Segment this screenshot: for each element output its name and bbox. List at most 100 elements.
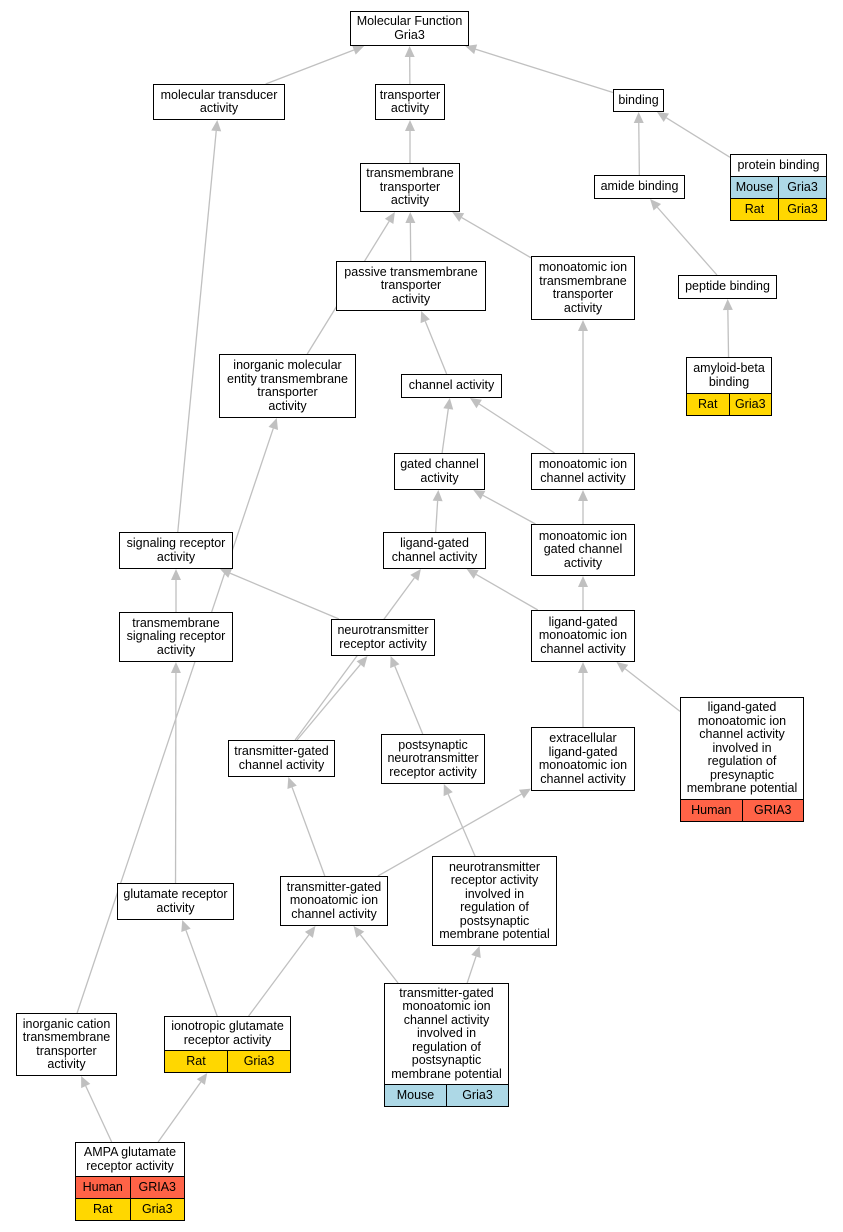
edge-arrowhead bbox=[211, 120, 222, 132]
species-name: Rat bbox=[698, 396, 718, 411]
go-term-label: ligand-gated monoatomic ion channel acti… bbox=[686, 700, 798, 796]
edge-arrowhead bbox=[410, 569, 421, 581]
go-term-tgmica: transmitter-gated monoatomic ion channel… bbox=[280, 876, 388, 926]
edge-pnra-to-nra bbox=[394, 665, 424, 735]
go-term-mica: monoatomic ion channel activity bbox=[531, 453, 635, 490]
go-term-ptta: passive transmembrane transporter activi… bbox=[336, 261, 486, 311]
go-term-sra: signaling receptor activity bbox=[119, 532, 233, 569]
species-name: Human bbox=[82, 1179, 123, 1194]
go-term-label: inorganic cation transmembrane transport… bbox=[22, 1016, 111, 1071]
edge-igra-to-gra bbox=[185, 930, 218, 1017]
go-term-label: AMPA glutamate receptor activity bbox=[83, 1145, 177, 1173]
edge-sra-to-mta bbox=[177, 130, 217, 533]
gene-symbol: Gria3 bbox=[227, 1051, 290, 1072]
edge-tgca-to-lgca bbox=[294, 577, 415, 741]
species-name: Mouse bbox=[396, 1087, 435, 1102]
edge-tgmica_post-to-tgmica bbox=[359, 934, 399, 984]
edge-tgmica-to-tgca bbox=[291, 787, 326, 877]
go-term-label: monoatomic ion transmembrane transporter… bbox=[538, 260, 628, 315]
edge-arrowhead bbox=[171, 569, 181, 580]
edge-arrowhead bbox=[469, 398, 482, 409]
edge-agra-to-igra bbox=[157, 1081, 202, 1143]
go-term-mta: molecular transducer activity bbox=[153, 84, 285, 120]
edge-lgca-to-gca bbox=[435, 500, 439, 533]
go-term-label: Molecular Function Gria3 bbox=[356, 14, 463, 42]
edge-nra-to-sra bbox=[229, 572, 340, 620]
go-term-ca: channel activity bbox=[401, 374, 502, 398]
go-term-label: binding bbox=[618, 92, 659, 107]
edge-agra-to-icta bbox=[85, 1085, 113, 1143]
go-term-label: molecular transducer activity bbox=[160, 87, 278, 115]
edge-arrowhead bbox=[181, 920, 191, 933]
edge-arrowhead bbox=[465, 44, 478, 55]
edge-arrowhead bbox=[268, 418, 279, 431]
go-term-gca: gated channel activity bbox=[394, 453, 485, 490]
go-term-binding: binding bbox=[613, 89, 664, 112]
edge-arrowhead bbox=[616, 662, 629, 673]
edge-migca-to-gca bbox=[482, 494, 536, 525]
go-term-nra: neurotransmitter receptor activity bbox=[331, 619, 435, 656]
edge-arrowhead bbox=[352, 45, 365, 55]
edge-arrowhead bbox=[170, 662, 181, 674]
edge-arrowhead bbox=[196, 1073, 208, 1085]
gene-symbol: GRIA3 bbox=[129, 1177, 185, 1198]
edge-arrowhead bbox=[443, 784, 453, 797]
species-name: Rat bbox=[744, 201, 765, 216]
go-term-label: signaling receptor activity bbox=[126, 536, 226, 564]
edge-pb-to-binding bbox=[666, 117, 731, 158]
species-row: Human GRIA3 bbox=[76, 1176, 184, 1198]
go-term-gra: glutamate receptor activity bbox=[117, 883, 234, 920]
edge-lgmica_pre-to-lgmica bbox=[624, 668, 681, 712]
go-term-tta: transmembrane transporter activity bbox=[360, 163, 460, 212]
go-term-imetta: inorganic molecular entity transmembrane… bbox=[219, 354, 356, 418]
edge-arrowhead bbox=[81, 1076, 91, 1089]
species-name: Human bbox=[691, 802, 732, 817]
edge-arrowhead bbox=[304, 926, 316, 938]
edge-arrowhead bbox=[452, 212, 465, 222]
go-term-label: amyloid-beta binding bbox=[693, 361, 765, 389]
gene-symbol: Gria3 bbox=[446, 1085, 508, 1106]
edge-arrowhead bbox=[443, 398, 454, 410]
edge-arrowhead bbox=[287, 777, 297, 790]
edge-binding-to-mf bbox=[475, 48, 614, 94]
go-term-label: amide binding bbox=[600, 179, 679, 194]
go-term-ab: amide binding bbox=[594, 175, 685, 199]
go-term-label: neurotransmitter receptor activity invol… bbox=[439, 859, 550, 941]
go-term-label: protein binding bbox=[737, 157, 820, 172]
go-term-label: passive transmembrane transporter activi… bbox=[344, 264, 478, 306]
go-term-label: channel activity bbox=[408, 378, 495, 393]
go-term-icta: inorganic cation transmembrane transport… bbox=[16, 1013, 117, 1076]
go-term-ta: transporter activity bbox=[375, 84, 445, 120]
edge-arrowhead bbox=[722, 299, 733, 311]
edge-arrowhead bbox=[650, 199, 662, 211]
species-name: Rat bbox=[93, 1201, 113, 1216]
go-term-label: gated channel activity bbox=[400, 457, 479, 485]
species-row: Rat Gria3 bbox=[731, 198, 826, 220]
edge-arrowhead bbox=[578, 576, 588, 587]
go-term-label: extracellular ligand-gated monoatomic io… bbox=[538, 731, 628, 786]
edge-arrowhead bbox=[384, 212, 395, 224]
edge-tgmica-to-elgmica bbox=[377, 793, 522, 877]
edge-arrowhead bbox=[471, 946, 481, 959]
edge-arrowhead bbox=[356, 656, 368, 668]
go-term-label: peptide binding bbox=[685, 279, 770, 294]
go-term-lgmica: ligand-gated monoatomic ion channel acti… bbox=[531, 610, 635, 662]
edge-abb-to-pepb bbox=[727, 309, 730, 358]
edge-tgmica_post-to-nra_post bbox=[466, 956, 477, 984]
edge-arrowhead bbox=[473, 490, 486, 500]
species-name: Mouse bbox=[735, 179, 774, 194]
edge-arrowhead bbox=[432, 490, 443, 502]
edge-icta-to-imetta bbox=[76, 428, 274, 1014]
go-term-label: inorganic molecular entity transmembrane… bbox=[227, 358, 348, 413]
edge-arrowhead bbox=[420, 311, 430, 324]
gene-symbol: Gria3 bbox=[778, 199, 826, 220]
edge-arrowhead bbox=[578, 320, 588, 331]
go-term-label: monoatomic ion gated channel activity bbox=[538, 528, 628, 570]
